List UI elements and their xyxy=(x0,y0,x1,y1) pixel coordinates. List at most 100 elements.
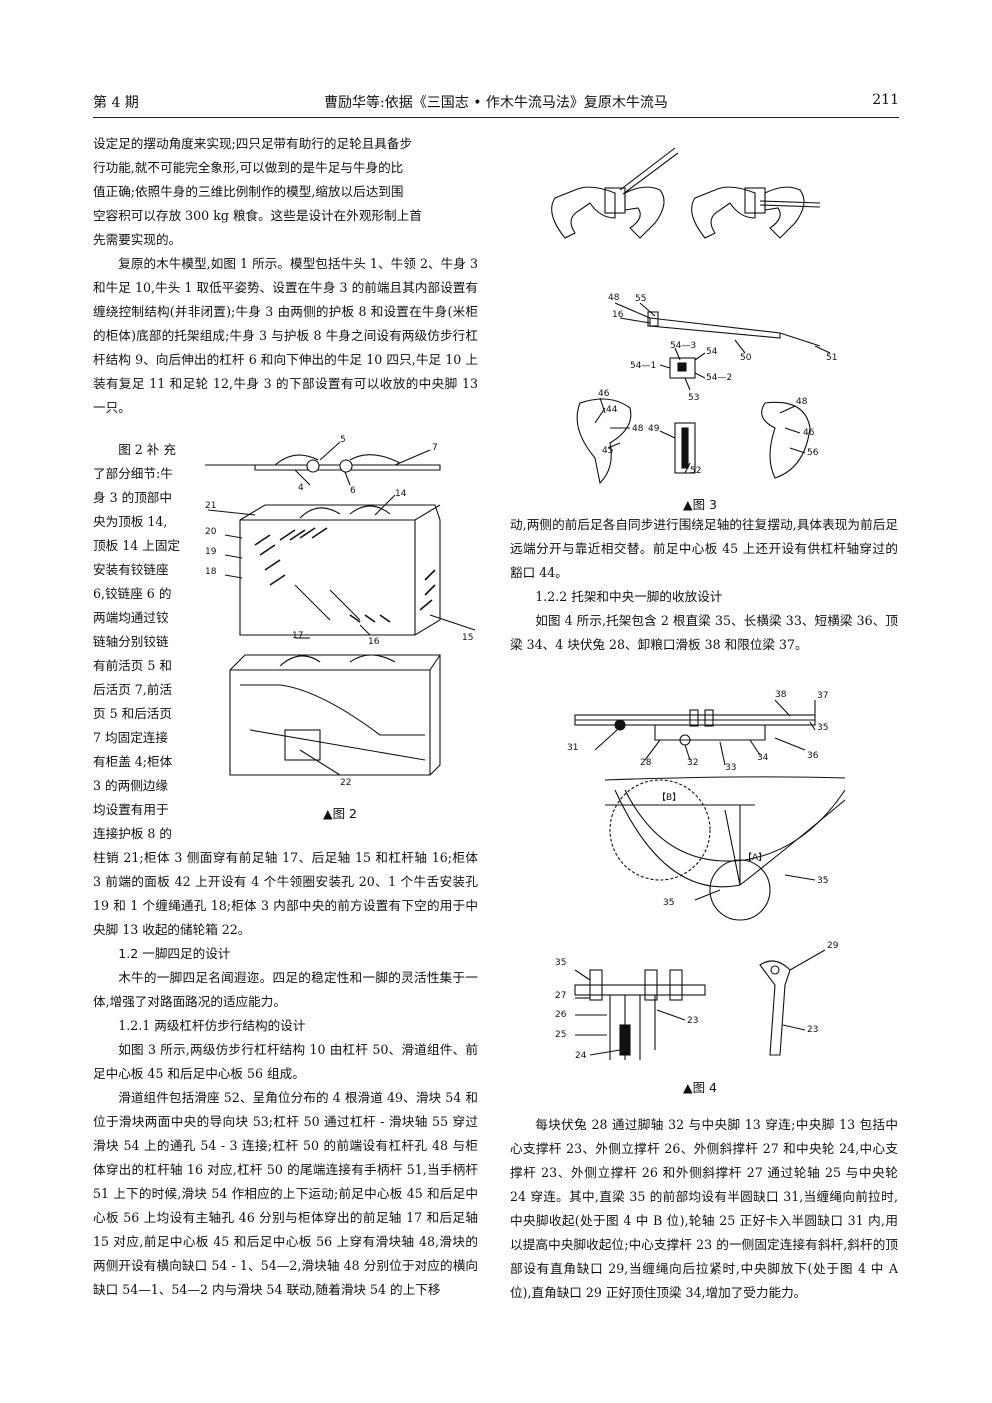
para-line: 6,铰链座 6 的 xyxy=(93,586,172,601)
fig2-label: 16 xyxy=(368,637,380,647)
para-line: 后活页 7,前活 xyxy=(93,682,172,697)
para-line: 央为顶板 14, xyxy=(93,514,168,529)
fig2-label: 19 xyxy=(205,547,217,557)
figure-3-drawing: 48 55 16 50 51 54—1 54—3 54 54—2 53 46 4… xyxy=(551,147,837,485)
running-header: 第 4 期 曹励华等:依据《三国志 • 作木牛流马法》复原木牛流马 211 xyxy=(93,92,899,120)
running-title: 曹励华等:依据《三国志 • 作木牛流马法》复原木牛流马 xyxy=(324,95,668,111)
para-line: 值正确;依照牛身的三维比例制作的模型,缩放以后达到围 xyxy=(93,184,404,199)
section-heading-1-2: 1.2 一脚四足的设计 xyxy=(118,946,231,961)
section-heading-1-2-2: 1.2.2 托架和中央一脚的收放设计 xyxy=(535,589,723,604)
fig2-label: 20 xyxy=(205,527,217,537)
paragraph: 每块伏兔 28 通过脚轴 32 与中央脚 13 穿连;中央脚 13 包括中心支撑… xyxy=(510,1117,898,1300)
fig4-label: 35 xyxy=(555,958,566,968)
para-line: 安装有铰链座 xyxy=(93,562,169,577)
right-column-top: 动,两侧的前后足各自同步进行围绕足轴的往复摆动,具体表现为前后足远端分开与靠近相… xyxy=(510,513,898,657)
fig3-label: 48 xyxy=(796,397,808,407)
fig4-label: 35 xyxy=(817,876,828,886)
fig2-label: 15 xyxy=(462,633,473,643)
para-line: 有柜盖 4;柜体 xyxy=(93,754,173,769)
left-column-bottom: 柱销 21;柜体 3 侧面穿有前足轴 17、后足轴 15 和杠杆轴 16;柜体 … xyxy=(93,846,478,1302)
fig2-label: 22 xyxy=(340,778,351,788)
header-rule xyxy=(93,117,899,118)
para-line: 3 的两侧边缘 xyxy=(93,778,168,793)
fig2-label: 6 xyxy=(350,486,356,496)
fig2-label: 21 xyxy=(205,501,216,511)
fig4-label: 36 xyxy=(807,751,819,761)
fig4-label: 32 xyxy=(687,758,698,768)
para-line: 图 2 补 充 xyxy=(118,442,176,457)
para-line: 空容积可以存放 300 kg 粮食。这些是设计在外观形制上首 xyxy=(93,208,422,223)
fig3-label: 48 xyxy=(608,293,620,303)
figure-4-caption: ▲图 4 xyxy=(682,1080,718,1095)
fig3-label: 46 xyxy=(598,389,610,399)
section-heading-1-2-1: 1.2.1 两级杠杆仿步行结构的设计 xyxy=(118,1018,306,1033)
fig4-label: 28 xyxy=(640,758,652,768)
fig3-label: 50 xyxy=(740,353,752,363)
fig3-label: 54—3 xyxy=(670,341,696,351)
fig3-label: 54—2 xyxy=(706,373,732,383)
fig4-label: 34 xyxy=(757,753,769,763)
fig4-label: 23 xyxy=(687,1016,698,1026)
fig2-label: 7 xyxy=(432,443,438,453)
paragraph: 如图 3 所示,两级仿步行杠杆结构 10 由杠杆 50、滑道组件、前足中心板 4… xyxy=(93,1042,478,1081)
para-line: 先需要实现的。 xyxy=(93,232,182,247)
figure-2-drawing: 5 7 4 6 14 21 20 19 18 17 16 15 22 xyxy=(205,435,476,788)
paragraph: 复原的木牛模型,如图 1 所示。模型包括牛头 1、牛领 2、牛身 3 和牛足 1… xyxy=(93,256,478,415)
fig3-label: 16 xyxy=(612,310,624,320)
figure-3-caption: ▲图 3 xyxy=(682,497,718,512)
para-line: 行功能,就不可能完全象形,可以做到的是牛足与牛身的比 xyxy=(93,160,404,175)
para-line: 身 3 的顶部中 xyxy=(93,490,172,505)
para-line: 了部分细节:牛 xyxy=(93,466,173,481)
issue-number: 第 4 期 xyxy=(93,95,139,111)
fig3-label: 56 xyxy=(807,448,819,458)
fig3-label: 53 xyxy=(688,393,699,403)
fig4-label: 27 xyxy=(555,991,566,1001)
para-line: 均设置有用于 xyxy=(93,802,169,817)
para-line: 有前活页 5 和 xyxy=(93,658,172,673)
fig2-label: 18 xyxy=(205,567,217,577)
fig4-label: 【B】 xyxy=(657,792,681,803)
fig4-label: 33 xyxy=(725,763,736,773)
fig4-label: 38 xyxy=(775,690,787,700)
paragraph: 木牛的一脚四足名闻遐迩。四足的稳定性和一脚的灵活性集于一体,增强了对路面路况的适… xyxy=(93,970,478,1009)
fig4-label: 29 xyxy=(827,941,839,951)
fig3-label: 52 xyxy=(690,466,701,476)
fig4-label: 【A】 xyxy=(743,852,767,863)
fig3-label: 44 xyxy=(606,405,618,415)
figure-4-drawing: 38 37 35 36 31 28 32 33 34 【B】 【A】 35 35… xyxy=(555,690,846,1061)
fig3-label: 45 xyxy=(602,446,613,456)
fig4-label: 35 xyxy=(817,723,828,733)
fig3-label: 54—1 xyxy=(630,361,656,371)
left-column-top: 设定足的摆动角度来实现;四只足带有助行的足轮且具备步 行功能,就不可能完全象形,… xyxy=(93,132,478,420)
fig3-label: 48 xyxy=(632,424,644,434)
figure-2-caption: ▲图 2 xyxy=(322,806,358,821)
left-narrow-column: 图 2 补 充 了部分细节:牛 身 3 的顶部中 央为顶板 14, 顶板 14 … xyxy=(93,438,195,846)
fig2-label: 4 xyxy=(298,483,304,493)
fig3-label: 49 xyxy=(648,424,660,434)
fig2-label: 17 xyxy=(292,631,303,641)
paragraph: 如图 4 所示,托架包含 2 根直梁 35、长横梁 33、短横梁 36、顶梁 3… xyxy=(510,613,898,652)
para-line: 顶板 14 上固定 xyxy=(93,538,181,553)
fig4-label: 26 xyxy=(555,1010,567,1020)
right-column-bottom: 每块伏兔 28 通过脚轴 32 与中央脚 13 穿连;中央脚 13 包括中心支撑… xyxy=(510,1113,898,1305)
para-line: 连接护板 8 的 xyxy=(93,826,172,841)
fig4-label: 31 xyxy=(567,743,578,753)
para-line: 设定足的摆动角度来实现;四只足带有助行的足轮且具备步 xyxy=(93,136,413,151)
fig3-label: 46 xyxy=(803,428,815,438)
fig2-label: 5 xyxy=(340,435,346,445)
fig4-label: 25 xyxy=(555,1030,566,1040)
fig4-label: 37 xyxy=(817,691,828,701)
para-line: 两端均通过铰 xyxy=(93,610,169,625)
page-number: 211 xyxy=(872,92,899,108)
fig3-label: 55 xyxy=(635,294,646,304)
paragraph: 动,两侧的前后足各自同步进行围绕足轴的往复摆动,具体表现为前后足远端分开与靠近相… xyxy=(510,517,898,580)
fig3-label: 54 xyxy=(706,347,718,357)
paragraph: 柱销 21;柜体 3 侧面穿有前足轴 17、后足轴 15 和杠杆轴 16;柜体 … xyxy=(93,850,478,937)
para-line: 链轴分别铰链 xyxy=(93,634,169,649)
fig2-label: 14 xyxy=(395,489,407,499)
para-line: 7 均固定连接 xyxy=(93,730,168,745)
fig4-label: 23 xyxy=(807,1025,818,1035)
fig4-label: 24 xyxy=(575,1051,587,1061)
paragraph: 滑道组件包括滑座 52、呈角位分布的 4 根滑道 49、滑块 54 和位于滑块两… xyxy=(93,1090,478,1297)
para-line: 页 5 和后活页 xyxy=(93,706,172,721)
